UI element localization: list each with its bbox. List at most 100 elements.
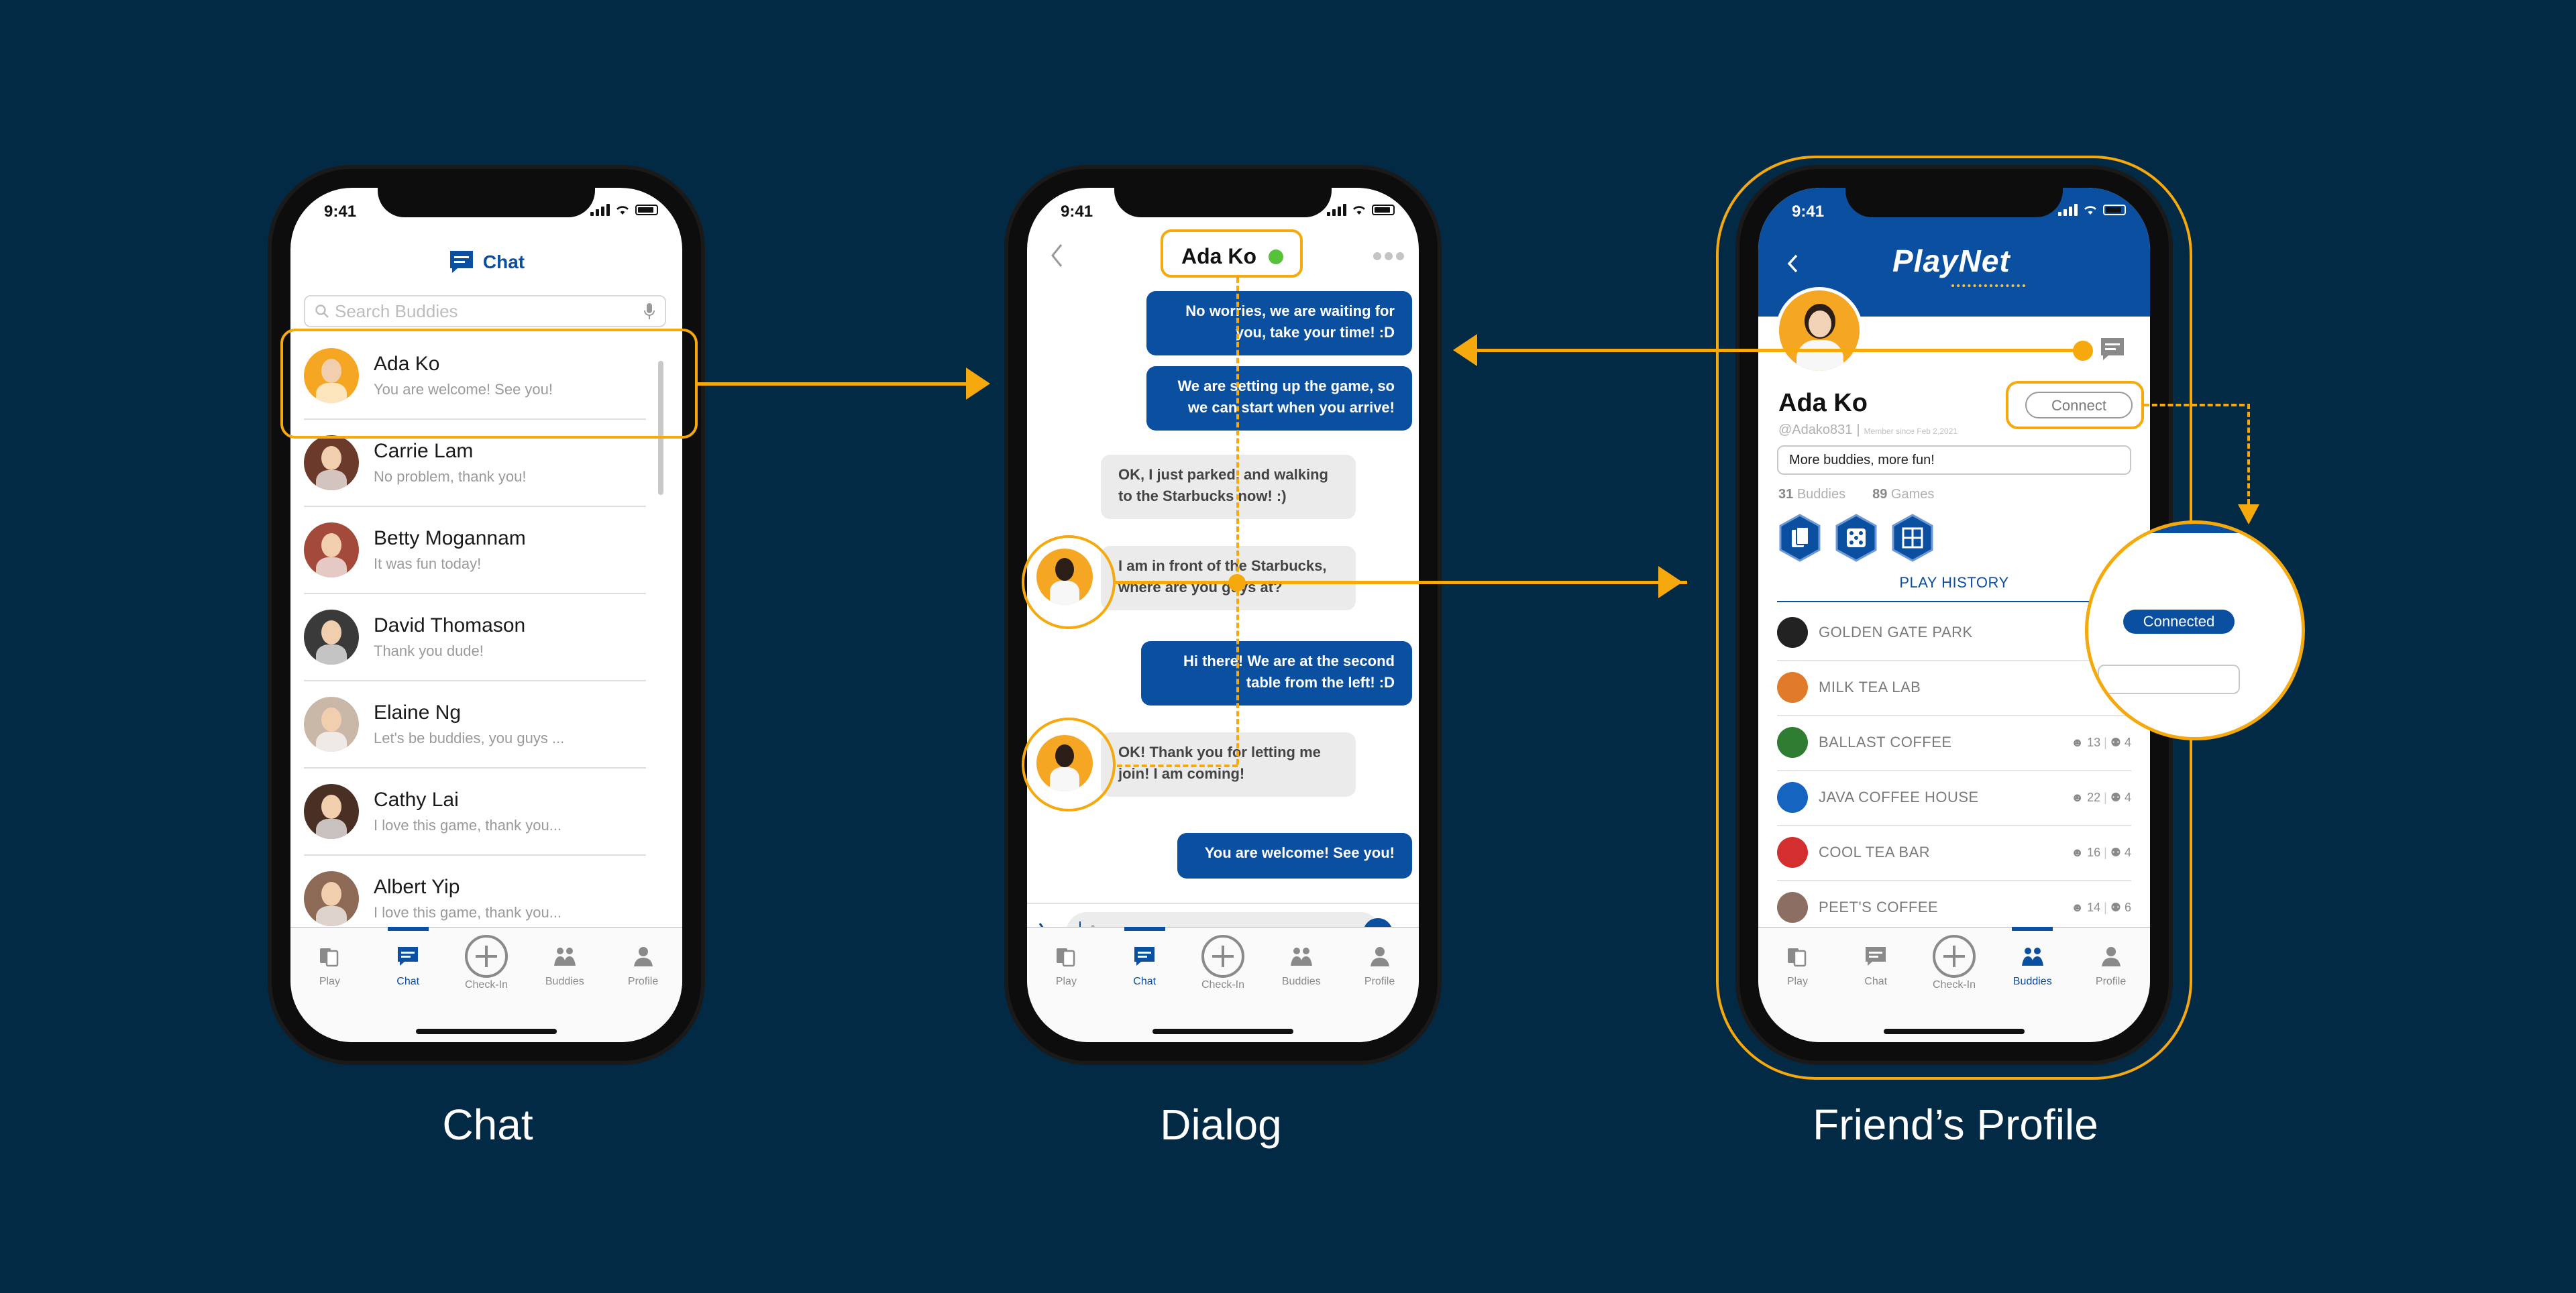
cards-icon xyxy=(317,944,341,976)
smile-icon: ☻ xyxy=(2071,790,2088,804)
dice-badge-icon[interactable] xyxy=(1835,514,1878,562)
tab-chat[interactable]: Chat xyxy=(1106,927,1184,1042)
play-history-row[interactable]: MILK TEA LAB☻ 18 xyxy=(1777,660,2131,716)
notch xyxy=(1114,188,1332,217)
tab-play[interactable]: Play xyxy=(1027,928,1106,1042)
tab-play[interactable]: Play xyxy=(290,928,369,1042)
zoom-bio-field xyxy=(2098,665,2240,694)
caption-dialog: Dialog xyxy=(1160,1101,1282,1149)
connect-button[interactable]: Connect xyxy=(2025,392,2133,418)
play-history-row[interactable]: JAVA COFFEE HOUSE☻ 22 | ⚉ 4 xyxy=(1777,770,2131,826)
venue-stats: ☻ 13 | ⚉ 4 xyxy=(2071,736,2131,750)
buddy-count: 4 xyxy=(2124,845,2131,859)
tab-checkin[interactable]: Check-In xyxy=(1915,928,1994,1042)
cards-badge-icon[interactable] xyxy=(1778,514,1821,562)
tab-label: Buddies xyxy=(1281,976,1321,987)
scrollbar[interactable] xyxy=(658,361,663,495)
more-options-icon[interactable] xyxy=(1373,252,1404,260)
venue-name: MILK TEA LAB xyxy=(1819,679,1921,695)
tab-chat[interactable]: Chat xyxy=(1837,928,1915,1042)
received-message[interactable]: I am in front of the Starbucks,where are… xyxy=(1101,546,1356,610)
arrow-message-to-dialog xyxy=(1476,349,2081,352)
buddy-count: 6 xyxy=(2124,900,2131,914)
sent-message[interactable]: Hi there! We are at the second table from… xyxy=(1141,641,1412,706)
tab-checkin[interactable]: Check-In xyxy=(447,928,526,1042)
status-time: 9:41 xyxy=(1061,203,1093,221)
games-label: Games xyxy=(1890,487,1935,502)
signal-icon xyxy=(2058,204,2078,216)
puzzle-badge-icon[interactable] xyxy=(1891,514,1934,562)
venue-logo-icon xyxy=(1777,782,1808,813)
buddy-count: 4 xyxy=(2124,735,2131,749)
tab-profile[interactable]: Profile xyxy=(1340,928,1419,1042)
badge-row xyxy=(1778,514,1934,562)
contact-name: Cathy Lai xyxy=(374,789,459,811)
microphone-icon[interactable] xyxy=(643,302,655,320)
status-time: 9:41 xyxy=(1792,203,1825,221)
profile-icon xyxy=(631,944,655,976)
people-icon: ⚉ xyxy=(2110,790,2125,804)
sent-message[interactable]: You are welcome! See you! xyxy=(1177,833,1412,879)
stat-divider: | xyxy=(2100,900,2110,914)
home-indicator xyxy=(1152,1029,1293,1034)
tab-checkin[interactable]: Check-In xyxy=(1184,928,1263,1042)
arrow-head-icon xyxy=(966,368,990,400)
plus-circle-icon xyxy=(1932,935,1976,978)
caption-chat: Chat xyxy=(442,1101,533,1149)
avatar xyxy=(304,871,359,926)
arrow-head-icon xyxy=(2238,504,2259,524)
tab-chat[interactable]: Chat xyxy=(369,927,447,1042)
tab-buddies[interactable]: Buddies xyxy=(525,928,604,1042)
message-line: OK! Thank you for letting me xyxy=(1118,744,1321,761)
search-icon xyxy=(315,304,329,318)
message-line: Hi there! We are at the second xyxy=(1183,653,1395,669)
venue-stats: ☻ 16 | ⚉ 4 xyxy=(2071,846,2131,860)
connected-badge[interactable]: Connected xyxy=(2123,610,2235,634)
zoom-banner xyxy=(2088,524,2302,533)
message-icon[interactable] xyxy=(2099,337,2126,362)
play-history-row[interactable]: BALLAST COFFEE☻ 13 | ⚉ 4 xyxy=(1777,715,2131,771)
message-line: table from the left! :D xyxy=(1246,674,1395,691)
chat-icon xyxy=(396,944,420,976)
status-icons xyxy=(2058,204,2126,216)
play-history-row[interactable]: GOLDEN GATE PARK☻ 32 xyxy=(1777,605,2131,661)
visit-count: 14 xyxy=(2087,900,2101,914)
games-stat[interactable]: 89 Games xyxy=(1872,487,1934,502)
tab-buddies[interactable]: Buddies xyxy=(1262,928,1340,1042)
connector-dot xyxy=(1228,574,1246,592)
back-icon[interactable] xyxy=(1050,243,1063,268)
tab-profile[interactable]: Profile xyxy=(2072,928,2150,1042)
search-input[interactable]: Search Buddies xyxy=(304,295,666,327)
message-line: You are welcome! See you! xyxy=(1204,844,1395,861)
buddies-stat[interactable]: 31 Buddies xyxy=(1778,487,1845,502)
avatar xyxy=(304,348,359,403)
contact-name: Elaine Ng xyxy=(374,701,462,724)
cards-icon xyxy=(1785,944,1809,976)
avatar xyxy=(304,435,359,490)
buddies-icon xyxy=(2021,944,2045,976)
back-icon[interactable] xyxy=(1786,254,1799,274)
contact-name: Carrie Lam xyxy=(374,440,474,462)
dialog-title[interactable]: Ada Ko xyxy=(1181,244,1283,269)
tab-profile[interactable]: Profile xyxy=(604,928,682,1042)
tab-play[interactable]: Play xyxy=(1758,928,1837,1042)
buddies-icon xyxy=(553,944,577,976)
tab-buddies[interactable]: Buddies xyxy=(1993,927,2072,1042)
venue-logo-icon xyxy=(1777,837,1808,868)
play-history-row[interactable]: COOL TEA BAR☻ 16 | ⚉ 4 xyxy=(1777,825,2131,881)
battery-icon xyxy=(635,205,658,215)
